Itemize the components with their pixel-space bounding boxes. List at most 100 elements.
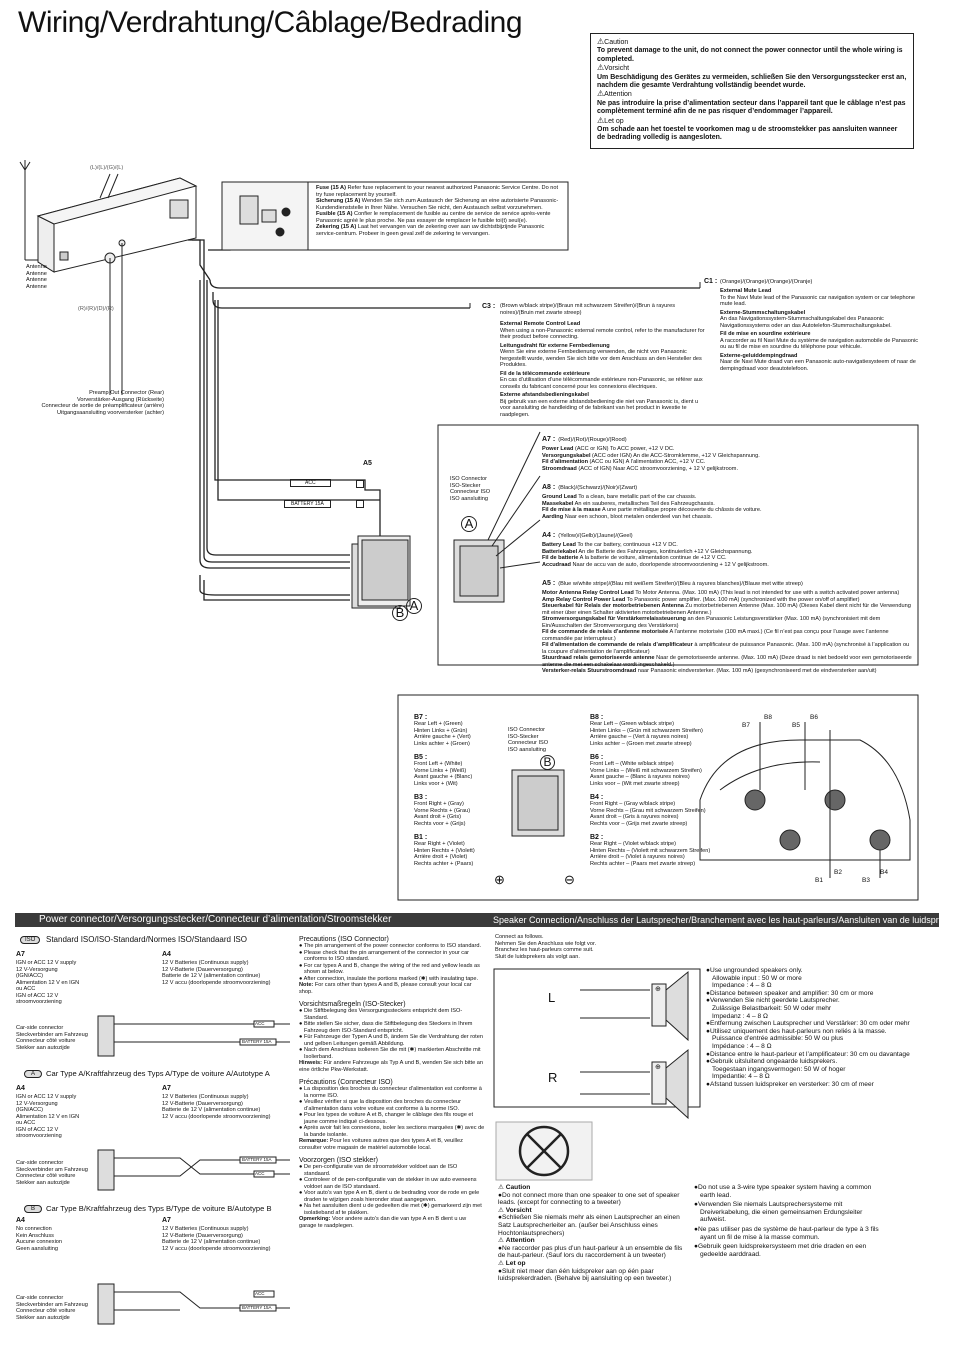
speaker-3way-text: Do not use a 3-wire type speaker system … xyxy=(697,1184,872,1199)
speaker-cautions: ⚠ Caution●Do not connect more than one s… xyxy=(498,1184,684,1283)
caution-head: Let op xyxy=(604,117,624,125)
a-pin-colors: (Yellow)/(Gelb)/(Jaune)/(Geel) xyxy=(558,533,633,539)
speaker-bullet-text: Gebruik uitsluitend ongeaarde luidspreke… xyxy=(709,1058,846,1081)
caution-text: To prevent damage to the unit, do not co… xyxy=(597,47,903,63)
bullet-icon: ● xyxy=(498,1214,502,1222)
minus-symbol: ⊖ xyxy=(564,872,575,887)
speaker-bullet-text: Afstand tussen luidspreker en versterker… xyxy=(709,1080,874,1088)
speaker-caution-text: Do not connect more than one speaker to … xyxy=(498,1191,680,1207)
a-pin-head: A5 :(Blue w/white stripe)/(Blau mit weiß… xyxy=(542,572,914,590)
c1-block-text: An das Navigationssystem-Stummschaltungs… xyxy=(720,316,892,329)
std-a7-code: A7 xyxy=(16,951,25,958)
speaker-caution-row: ●Schließen Sie niemals mehr als einen La… xyxy=(498,1214,684,1237)
bullet-icon: ● xyxy=(694,1243,698,1251)
speaker-caution-text: Sluit niet meer dan één luidspreker aan … xyxy=(498,1267,672,1283)
preamp-line: Vorverstärker-Ausgang (Rückseite) xyxy=(76,396,164,403)
bullet-icon: ● xyxy=(706,1020,710,1028)
bullet-icon: ● xyxy=(694,1201,698,1209)
precaution-block: Precautions (ISO Connector)● The pin arr… xyxy=(299,936,485,995)
a-pin-line-text: Naar de gemotoriseerde antenne. (Max. 10… xyxy=(542,655,912,668)
a-pin-block: A4 :(Yellow)/(Gelb)/(Jaune)/(Geel)Batter… xyxy=(542,524,914,568)
a-pin-line: Fil de commande de relais d’antenne moto… xyxy=(542,629,914,642)
a-pin-line-head: Fil d’alimentation de commande de relais… xyxy=(542,642,693,648)
b-pin-code: B1 : xyxy=(414,834,428,841)
speaker-bullet-text: Distance entre le haut-parleur et l’ampl… xyxy=(709,1050,910,1058)
a-pin-line-head: Steuerkabel für Relais der motorbetriebe… xyxy=(542,603,684,609)
fuse-line: Sicherung (15 A) Wenden Sie sich zum Aus… xyxy=(316,198,564,211)
warning-icon: ⚠ xyxy=(498,1237,506,1245)
a-pin-code: A7 : xyxy=(542,436,556,443)
precaution-item: ● After connection, insulate the portion… xyxy=(299,976,485,983)
a-pin-line-text: (ACC of IGN) Naar ACC stroomvoorziening,… xyxy=(576,465,738,472)
speaker-3way-item: ●Verwenden Sie niemals Lautsprechersyste… xyxy=(694,1201,884,1224)
a-pin-line-head: Accudraad xyxy=(542,561,571,568)
precaution-item: ● Die Stiftbelegung des Versorgungssteck… xyxy=(299,1008,485,1021)
c1-block-head: Fil de mise en sourdine extérieure xyxy=(720,331,811,337)
spk-b7: B7 xyxy=(742,722,750,729)
a-pin-line: Steuerkabel für Relais der motorbetriebe… xyxy=(542,603,914,616)
a-pin-line-head: Amp Relay Control Power Lead xyxy=(542,596,626,603)
speaker-bullet: ●Verwenden Sie nicht geerdete Lautsprech… xyxy=(706,997,946,1020)
speaker-3way-text: Gebruik geen luidsprekersysteem met drie… xyxy=(697,1243,867,1258)
conn-a-label-box: A xyxy=(461,516,477,532)
fuse-line: Zekering (15 A) Laat het vervangen van d… xyxy=(316,224,564,237)
a-pin-line-head: Fil de batterie xyxy=(542,555,579,561)
a-pin-line: Battery Lead To the car battery, continu… xyxy=(542,542,914,549)
precaution-text: Für Fahrzeuge der Typen A und B, ändern … xyxy=(303,1034,483,1047)
a-pin-line-text: A la batterie de voiture, alimentation c… xyxy=(578,555,727,561)
conn-a-label: A xyxy=(406,598,422,614)
c3-block-head: Externe afstandsbedieningskabel xyxy=(500,392,589,398)
rdr-label: (R)/(R)/(D)/(R) xyxy=(78,306,114,312)
a-pin-line: Motor Antenna Relay Control Lead To Moto… xyxy=(542,590,914,597)
a-pin-line-text: To the car battery, continuous +12 V DC. xyxy=(575,542,678,548)
c3-block-text: Wenn Sie eine externe Fernbedienung verw… xyxy=(500,349,702,368)
a-pin-line-text: An die Batterie des Fahrzeuges, kontinui… xyxy=(577,548,753,555)
a-pin-line-text: Naar een schoon, bloot metalen onderdeel… xyxy=(563,513,713,520)
type-b-title: Car Type B/Kraftfahrzeug des Typs B/Type… xyxy=(46,1204,272,1213)
page-title: Wiring/Verdrahtung/Câblage/Bedrading xyxy=(18,6,523,39)
c3-colors: (Brown w/black stripe)/(Braun mit schwar… xyxy=(500,303,676,316)
a-pin-line-head: Ground Lead xyxy=(542,494,577,500)
a-pin-line-head: Stroomdraad xyxy=(542,465,577,472)
precautions: Precautions (ISO Connector)● The pin arr… xyxy=(299,936,485,1235)
a-pin-line-head: Fil de mise à la masse xyxy=(542,507,601,513)
speaker-bullet: ●Afstand tussen luidspreker en versterke… xyxy=(706,1081,946,1089)
precaution-item: ● De pen-configuratie van de stroomstekk… xyxy=(299,1164,485,1177)
b-right-list: B8 :Rear Left – (Green w/black stripe) H… xyxy=(590,714,730,874)
precaution-text: De pen-configuratie van de stroomstekker… xyxy=(303,1164,458,1177)
fuse-line: Fusible (15 A) Confier le remplacement d… xyxy=(316,211,564,224)
power-connector-header: Power connector/Versorgungsstecker/Conne… xyxy=(15,913,499,927)
fuse-head: Zekering (15 A) xyxy=(316,224,357,230)
speaker-caution: ⚠ Vorsicht●Schließen Sie niemals mehr al… xyxy=(498,1207,684,1237)
iso-connector-line: Connecteur ISO xyxy=(450,489,491,495)
caution-head: Vorsicht xyxy=(604,65,630,73)
precaution-text: The pin arrangement of the power connect… xyxy=(303,943,482,949)
a-pin-block: A8 :(Black)/(Schwarz)/(Noir)/(Zwart)Grou… xyxy=(542,476,914,520)
bullet-icon: ● xyxy=(299,943,304,949)
precaution-item: ● Na het aansluiten dient u de gedeelten… xyxy=(299,1203,485,1216)
ta-a4-code: A4 xyxy=(16,1085,25,1092)
c3-block-head: Fil de la télécommande extérieure xyxy=(500,370,590,377)
fuse-head: Fuse (15 A) xyxy=(316,185,346,191)
bullet-icon: ● xyxy=(498,1191,502,1199)
antenna-line: Antenne xyxy=(26,270,47,277)
plus-l: ⊕ xyxy=(655,986,661,993)
bullet-icon: ● xyxy=(299,1021,304,1027)
speaker-3way-item: ●Ne pas utiliser pas de système de haut-… xyxy=(694,1226,884,1241)
precaution-text: Bitte stellen Sie sicher, dass die Stift… xyxy=(303,1021,473,1034)
a-pin-line-text: Zu motorbetriebenen Antenne (Max. 100 mA… xyxy=(542,603,911,616)
a-pin-block: A5 :(Blue w/white stripe)/(Blau mit weiß… xyxy=(542,572,914,675)
b-pin-code: B6 : xyxy=(590,754,604,761)
bullet-icon: ● xyxy=(299,1190,304,1196)
speaker-bullet-text: Entfernung zwischen Lautsprecher und Ver… xyxy=(709,1020,910,1028)
spk-b4: B4 xyxy=(880,869,888,876)
iso-connector-line: ISO Connector xyxy=(450,476,487,482)
bullet-icon: ● xyxy=(299,1203,304,1209)
speaker-bullet-text: Utilisez uniquement des haut-parleurs no… xyxy=(709,1027,887,1050)
iso-connector-line: ISO aansluiting xyxy=(450,495,488,502)
precaution-item: ● La disposition des broches du connecte… xyxy=(299,1086,485,1099)
speaker-3way-item: ●Gebruik geen luidsprekersysteem met dri… xyxy=(694,1243,884,1258)
